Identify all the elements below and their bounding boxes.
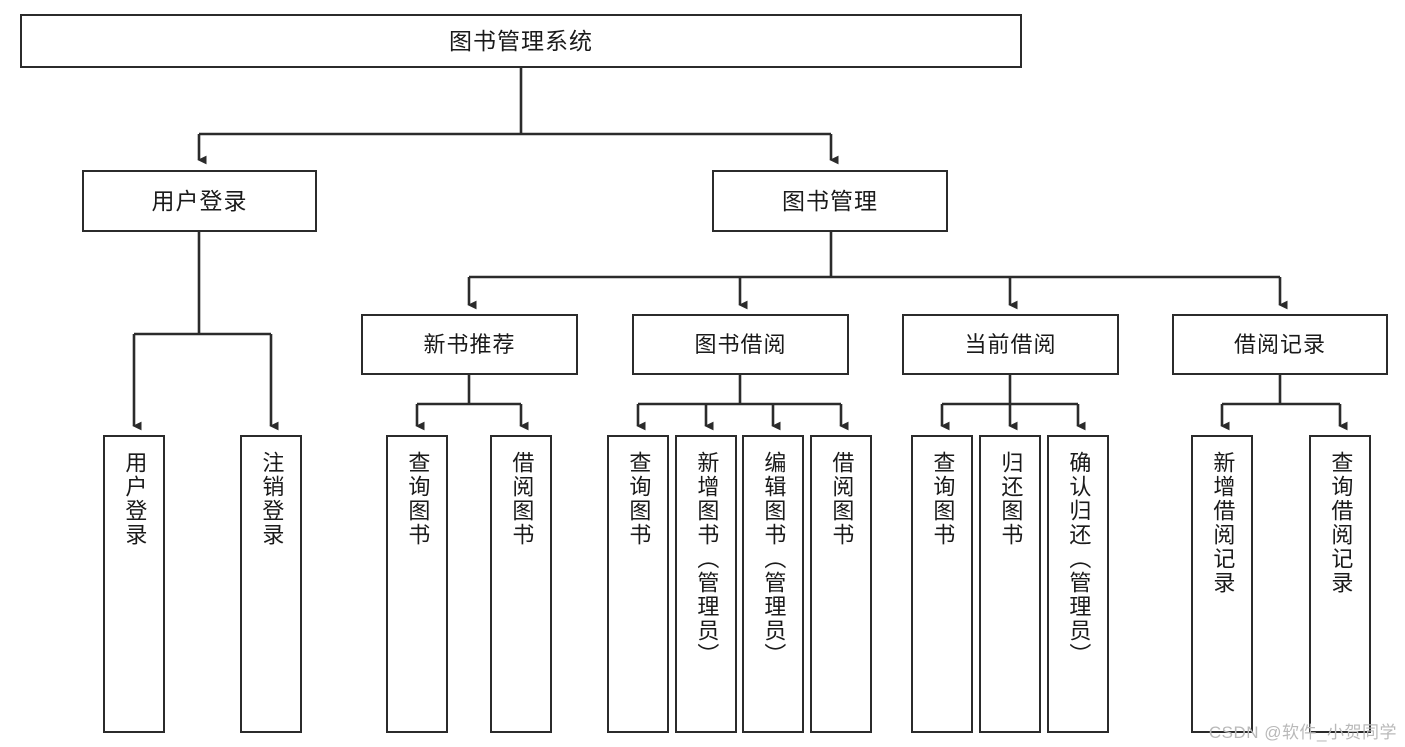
node-user-login-label: 用户登录 bbox=[151, 187, 248, 214]
node-leaf-query-record[interactable]: 查询借阅记录 bbox=[1309, 435, 1371, 733]
node-leaf-confirm-return-label: 确认归还（管理员） bbox=[1066, 451, 1092, 667]
watermark: CSDN @软件_小贺同学 bbox=[1208, 723, 1397, 742]
node-leaf-user-login[interactable]: 用户登录 bbox=[103, 435, 165, 733]
node-borrow-record[interactable]: 借阅记录 bbox=[1172, 314, 1388, 375]
node-leaf-return-book[interactable]: 归还图书 bbox=[979, 435, 1041, 733]
node-leaf-add-record[interactable]: 新增借阅记录 bbox=[1191, 435, 1253, 733]
node-new-book-recommend[interactable]: 新书推荐 bbox=[361, 314, 578, 375]
node-borrow-record-label: 借阅记录 bbox=[1233, 331, 1326, 357]
node-leaf-edit-book-label: 编辑图书（管理员） bbox=[761, 451, 787, 667]
node-leaf-add-book-label: 新增图书（管理员） bbox=[694, 451, 720, 667]
node-leaf-query-book-2[interactable]: 查询图书 bbox=[607, 435, 669, 733]
node-leaf-logout-label: 注销登录 bbox=[259, 451, 285, 547]
node-current-borrow[interactable]: 当前借阅 bbox=[902, 314, 1119, 375]
node-leaf-borrow-book-2[interactable]: 借阅图书 bbox=[810, 435, 872, 733]
node-leaf-edit-book[interactable]: 编辑图书（管理员） bbox=[742, 435, 804, 733]
node-current-borrow-label: 当前借阅 bbox=[964, 331, 1057, 357]
node-leaf-query-book-3-label: 查询图书 bbox=[930, 451, 956, 547]
node-book-borrow[interactable]: 图书借阅 bbox=[632, 314, 849, 375]
node-user-login[interactable]: 用户登录 bbox=[82, 170, 317, 232]
node-root-label: 图书管理系统 bbox=[449, 27, 593, 54]
node-leaf-query-book-1[interactable]: 查询图书 bbox=[386, 435, 448, 733]
node-leaf-query-book-1-label: 查询图书 bbox=[405, 451, 431, 547]
node-new-book-recommend-label: 新书推荐 bbox=[423, 331, 516, 357]
node-leaf-query-book-2-label: 查询图书 bbox=[626, 451, 652, 547]
node-book-management[interactable]: 图书管理 bbox=[712, 170, 948, 232]
node-leaf-add-book[interactable]: 新增图书（管理员） bbox=[675, 435, 737, 733]
node-leaf-query-record-label: 查询借阅记录 bbox=[1328, 451, 1354, 595]
node-leaf-borrow-book-1[interactable]: 借阅图书 bbox=[490, 435, 552, 733]
node-leaf-borrow-book-2-label: 借阅图书 bbox=[829, 451, 855, 547]
node-leaf-user-login-label: 用户登录 bbox=[122, 451, 148, 547]
node-book-management-label: 图书管理 bbox=[782, 187, 878, 214]
node-leaf-return-book-label: 归还图书 bbox=[998, 451, 1024, 547]
node-root[interactable]: 图书管理系统 bbox=[20, 14, 1022, 68]
node-leaf-add-record-label: 新增借阅记录 bbox=[1210, 451, 1236, 595]
node-book-borrow-label: 图书借阅 bbox=[694, 331, 787, 357]
node-leaf-logout[interactable]: 注销登录 bbox=[240, 435, 302, 733]
node-leaf-confirm-return[interactable]: 确认归还（管理员） bbox=[1047, 435, 1109, 733]
node-leaf-borrow-book-1-label: 借阅图书 bbox=[509, 451, 535, 547]
node-leaf-query-book-3[interactable]: 查询图书 bbox=[911, 435, 973, 733]
